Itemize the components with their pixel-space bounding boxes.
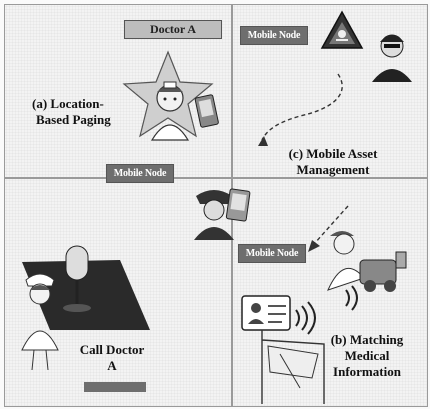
caption-location-paging: (a) Location- Based Paging — [32, 96, 111, 128]
doctor-icon — [150, 81, 190, 141]
pda-icon — [225, 188, 251, 222]
caption-line: Information — [333, 364, 401, 379]
panel-bottom-right — [232, 178, 428, 407]
doctor-a-tag: Doctor A — [124, 20, 222, 39]
caption-line: Medical — [344, 348, 390, 363]
id-card-icon — [241, 295, 291, 331]
patient-bed-icon — [261, 330, 325, 404]
caption-line: Based Paging — [36, 112, 111, 127]
hazard-icon — [320, 10, 364, 49]
security-guard-icon — [194, 190, 234, 240]
caption-line: A — [107, 358, 117, 373]
mobile-node-tag: Mobile Node — [106, 164, 174, 183]
medical-equipment-icon — [359, 251, 407, 292]
caption-call-doctor: Call Doctor A — [64, 342, 160, 374]
nurse-with-equipment-icon — [327, 231, 365, 291]
caption-line: Call Doctor — [79, 342, 145, 357]
caption-matching: (b) Matching Medical Information — [318, 332, 416, 380]
caption-asset-management: (c) Mobile Asset Management — [264, 146, 402, 178]
wireless-signal-icon — [295, 301, 316, 335]
caption-line: (c) Mobile Asset — [288, 146, 378, 161]
security-guard-icon — [372, 34, 412, 82]
caption-line: (b) Matching — [330, 332, 404, 347]
microphone-icon — [22, 245, 150, 330]
pda-icon — [194, 94, 219, 128]
mobile-node-tag: Mobile Node — [240, 26, 308, 45]
caption-line: Management — [296, 162, 370, 177]
mobile-node-tag: Mobile Node — [238, 244, 306, 263]
status-bar — [84, 382, 146, 392]
wireless-signal-icon — [345, 285, 358, 311]
caption-line: (a) Location- — [32, 96, 104, 111]
nurse-icon — [21, 273, 59, 371]
